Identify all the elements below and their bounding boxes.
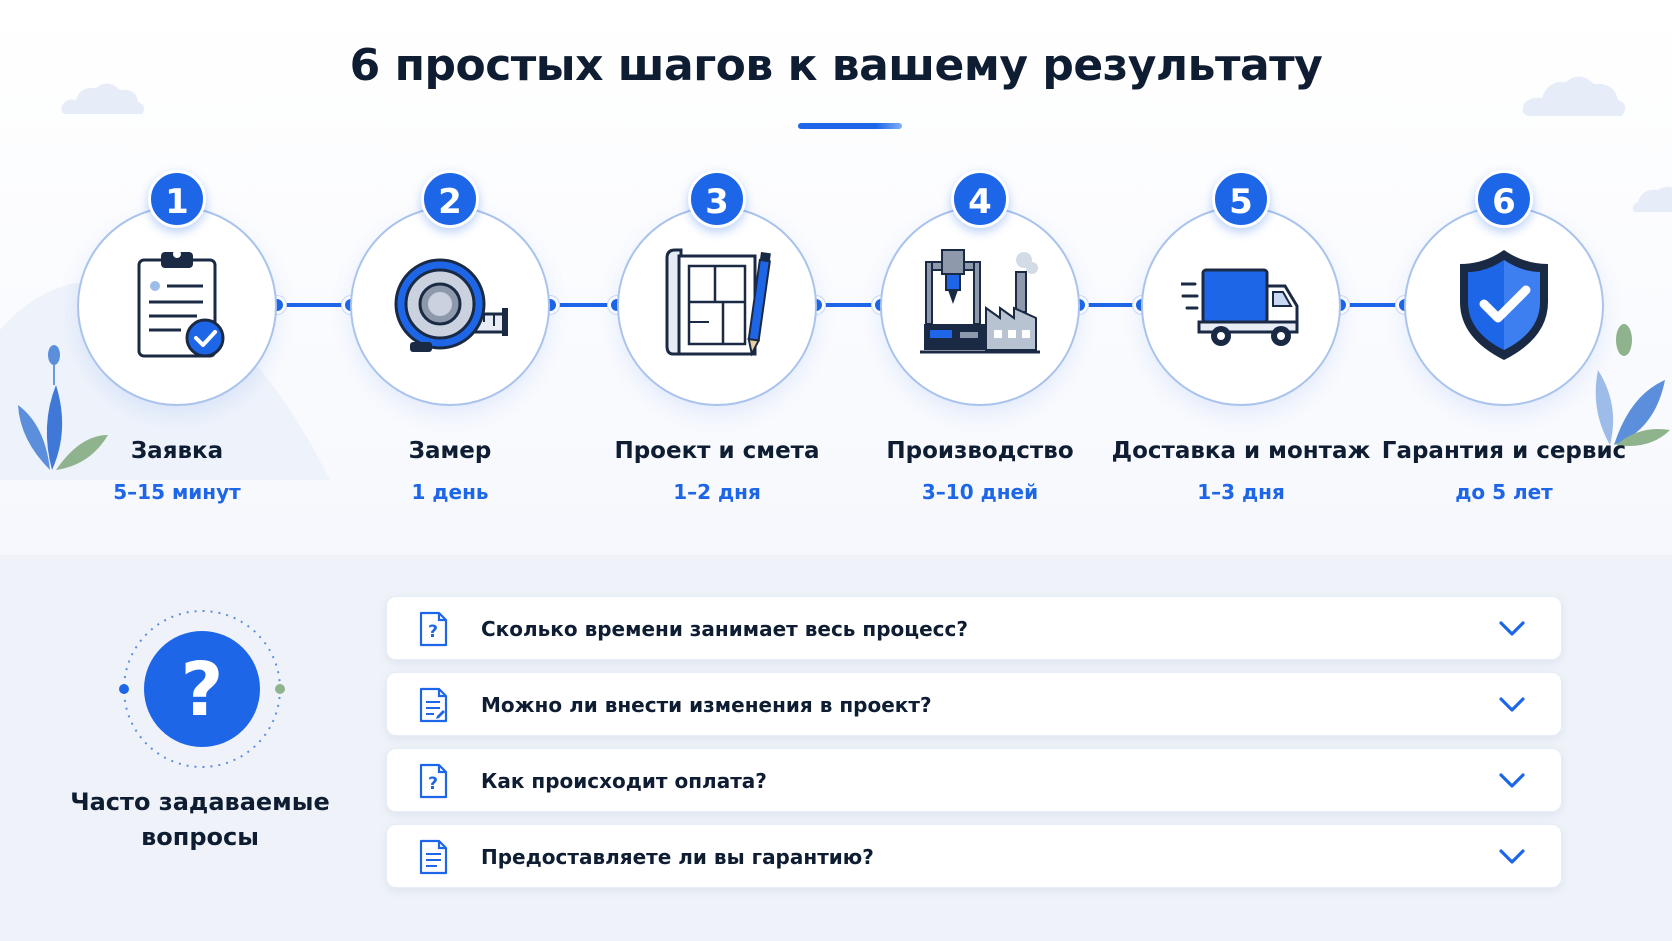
connector-5-6 [1341,303,1405,307]
step-duration: 5–15 минут [113,480,241,504]
faq-question-badge: ? [119,610,285,768]
chevron-down-icon[interactable] [1497,845,1527,869]
step-6: 6 Гарантия и сервис до 5 лет [1382,170,1626,510]
connector-2-3 [551,303,617,307]
svg-text:?: ? [428,774,438,794]
faq-item-process-time[interactable]: ? Сколько времени занимает весь процесс? [386,596,1562,660]
tape-measure-icon [394,258,508,352]
leaves-left-icon [18,345,108,470]
steps-section: 6 простых шагов к вашему результату 1 За… [0,0,1672,555]
faq-question: Можно ли внести изменения в проект? [481,693,932,717]
faq-question: Как происходит оплата? [481,769,767,793]
faq-heading: Часто задаваемые вопросы [40,785,360,855]
step-number-badge: 1 [148,170,206,228]
chevron-down-icon[interactable] [1497,769,1527,793]
svg-text:?: ? [428,622,438,642]
leaves-right-icon [1595,324,1670,446]
page-title: 6 простых шагов к вашему результату [349,40,1323,91]
step-number-badge: 3 [688,170,746,228]
step-duration: 1–3 дня [1197,480,1285,504]
faq-heading-line2: вопросы [141,823,259,851]
edit-document-icon [419,687,448,723]
faq-item-warranty[interactable]: Предоставляете ли вы гарантию? [386,824,1562,888]
step-1: 1 Заявка 5–15 минут [57,170,297,510]
step-label: Производство [886,438,1074,464]
delivery-truck-icon [1181,268,1299,346]
cloud-far-right-icon [1632,186,1672,212]
faq-list: ? Сколько времени занимает весь процесс?… [386,596,1562,900]
clipboard-check-icon [137,250,225,358]
title-underline [798,123,902,129]
step-duration: до 5 лет [1455,480,1553,504]
faq-item-project-changes[interactable]: Можно ли внести изменения в проект? [386,672,1562,736]
connector-1-2 [278,303,350,307]
step-label: Гарантия и сервис [1381,438,1627,464]
step-2: 2 Замер 1 день [330,170,570,510]
question-document-icon: ? [419,611,448,647]
step-number-badge: 4 [951,170,1009,228]
step-number-badge: 5 [1212,170,1270,228]
step-3: 3 Проект и смета 1–2 дня [597,170,837,510]
faq-question: Сколько времени занимает весь процесс? [481,617,968,641]
step-label: Заявка [130,438,224,464]
factory-cnc-icon [920,249,1040,354]
step-5: 5 Доставка и монтаж 1–3 дня [1112,170,1370,510]
question-document-icon: ? [419,763,448,799]
faq-question: Предоставляете ли вы гарантию? [481,845,874,869]
text-document-icon [419,839,448,875]
question-mark-icon: ? [181,647,224,733]
connector-4-5 [1080,303,1142,307]
step-number-badge: 6 [1475,170,1533,228]
step-number-badge: 2 [421,170,479,228]
step-duration: 3–10 дней [921,480,1039,504]
step-duration: 1 день [411,480,489,504]
step-4: 4 Производство 3–10 дней [860,170,1100,510]
step-label: Доставка и монтаж [1111,438,1371,464]
step-label: Проект и смета [614,438,820,464]
cloud-right-icon [1522,76,1626,116]
chevron-down-icon[interactable] [1497,617,1527,641]
step-duration: 1–2 дня [673,480,761,504]
step-label: Замер [408,438,492,464]
faq-item-payment[interactable]: ? Как происходит оплата? [386,748,1562,812]
chevron-down-icon[interactable] [1497,693,1527,717]
faq-heading-line1: Часто задаваемые [70,788,330,816]
shield-check-icon [1460,250,1548,360]
connector-3-4 [817,303,881,307]
blueprint-pencil-icon [665,248,771,357]
cloud-left-icon [61,83,145,114]
